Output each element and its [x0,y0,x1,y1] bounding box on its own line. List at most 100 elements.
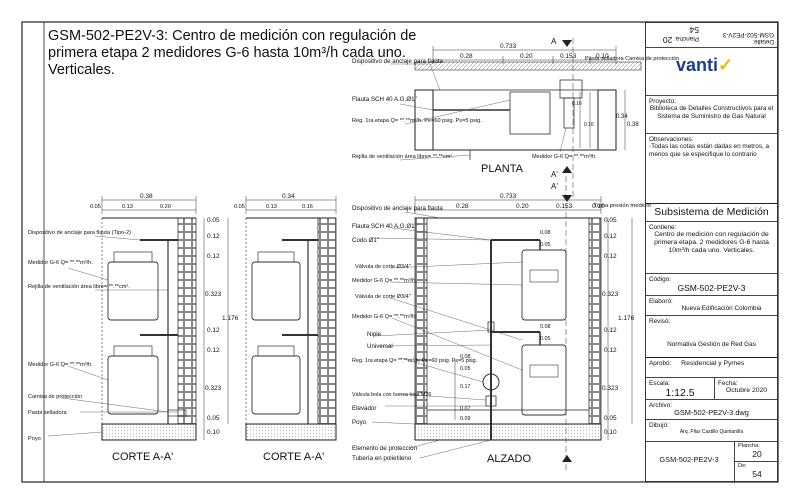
label-codo: Codo Ø1" [352,237,379,244]
dim-alzado-d: 0.10 [592,203,605,210]
aprobo-label: Aprobó: [649,360,672,367]
top-sheet: 20 [662,35,673,45]
dim-m008b: 0.08 [540,324,551,330]
dim-planta-v3: 0.38 [627,122,639,128]
dim-c2-total: 0.34 [282,193,295,200]
label-valvula1: Válvula de corte Ø3/4" [355,264,411,270]
archivo-label: Archivo: [649,402,673,409]
dim-c1-012b: 0.12 [207,253,220,260]
proyecto-cell: Proyecto: Biblioteca de Detalles Constru… [646,95,777,133]
top-detail-label: Detalle: [752,38,774,45]
fecha-value: Octubre 2020 [725,387,768,395]
dibujo-cell: Dibujó: Arq. Pilar Castillo Quintanilla [646,419,777,441]
proyecto-label: Proyecto: [649,98,676,105]
dim-alzado-012d: 0.12 [604,347,617,354]
dim-m005a: 0.05 [540,242,551,248]
dim-planta-a: 0.28 [460,53,473,60]
label-camisa: Camisa de protección [28,394,82,400]
dim-m009: 0.09 [460,416,471,422]
dim-alzado-b: 0.20 [516,203,529,210]
section-mark-a-top: A [551,37,557,46]
section-mark-a2-planta: A' [551,170,558,179]
dim-c1-total: 0.38 [140,193,153,200]
escala-value: 1:12.5 [665,387,695,400]
label-dispositivo-anclaje-tipo2: Dispositivo de anclaje para flauta (Tipo… [28,230,131,236]
dim-c1-005: 0.05 [207,217,220,224]
aprobo-cell: Aprobó: Residencial y Pymes [646,357,777,377]
dim-alzado-c: 0.153 [556,203,573,210]
top-code: GSM-502-PE2V-3 [722,31,774,38]
label-medidor-planta: Medidor G-6 Q= **.**m³/h. [532,154,597,160]
dim-planta-c: 0.153 [560,53,577,60]
corte2-view [245,196,337,441]
view-title-planta: PLANTA [481,163,524,175]
top-detail: 54 [689,25,699,35]
corte1-view [101,196,229,441]
label-medidor-alzado2: Medidor G-6 Q= **.**m³/h. [352,314,417,320]
codigo-cell: Código: GSM-502-PE2V-3 [646,273,777,295]
codigo-label: Código: [649,276,672,283]
subsistema-value: Subsistema de Medición [654,206,769,218]
archivo-cell: Archivo: GSM-502-PE2V-3.dwg [646,399,777,419]
sheet-frame [21,21,779,483]
fecha-label: Fecha: [718,380,738,387]
dim-alzado-012b: 0.12 [604,253,617,260]
escala-label: Escala: [649,380,670,387]
dim-c1-c: 0.20 [160,204,171,210]
dim-c1-a: 0.05 [90,204,101,210]
dim-c2-a: 0.05 [234,204,245,210]
elaboro-value: Nueva Edificación Colombia [681,305,762,313]
dim-alzado-a: 0.28 [456,203,469,210]
dim-m017: 0.17 [460,384,471,390]
dim-c1-005b: 0.05 [207,415,220,422]
dim-c1-0323b: 0.323 [205,385,222,392]
dim-planta-v2: 0.34 [616,114,628,120]
reviso-label: Revisó: [649,318,671,325]
dim-c1-0323a: 0.323 [205,291,222,298]
plancha-cell: GSM-502-PE2V-3 Plancha: 20 De: 54 [646,441,779,483]
aprobo-value: Residencial y Pymes [681,360,745,367]
label-rejilla-planta: Rejilla de ventilación área libre= **.**… [352,154,454,160]
view-title-corte1: CORTE A-A' [112,451,173,463]
title-block-top: Detalle: GSM-502-PE2V-3 Plancha: 20 54 [646,23,777,47]
reviso-cell: Revisó: Normativa Gestión de Red Gas [646,315,777,353]
proyecto-value: Biblioteca de Detalles Constructivos par… [649,105,774,120]
dim-m008a: 0.08 [540,230,551,236]
dim-c1-010: 0.10 [207,429,220,436]
label-pasta-camisa: Pasta selladora Camisa de protección [585,56,679,62]
observaciones-value: -Todas las cotas están dadas en metros, … [649,143,770,158]
dim-planta-v4: 0.16 [584,122,594,128]
archivo-value: GSM-502-PE2V-3.dwg [674,408,749,418]
reviso-value: Normativa Gestión de Red Gas [667,341,756,349]
label-flauta-planta: Flauta SCH 40 A.G.Ø1" [352,96,417,103]
subsistema-cell: Subsistema de Medición [646,203,777,221]
dim-m007: 0.07 [460,406,471,412]
dim-alzado-012c: 0.12 [604,327,617,334]
dim-alzado-total: 0.733 [500,193,517,200]
leader-lines [47,63,567,459]
de-value: 54 [752,469,762,479]
dibujo-label: Dibujó: [649,422,669,429]
label-medidor-alzado1: Medidor G-6 Q= **.**m³/h. [352,278,417,284]
dim-alzado-010: 0.10 [604,429,617,436]
dim-alzado-005: 0.05 [604,217,617,224]
dim-c1-b: 0.13 [122,204,133,210]
dim-c1-1176: 1.176 [222,315,239,322]
escala-fecha-cell: Escala: 1:12.5 Fecha: Octubre 2020 [646,377,777,400]
plancha-value: 20 [752,449,762,459]
contiene-cell: Contiene: Centro de medición con regulac… [646,221,777,271]
dim-m005c: 0.05 [460,366,471,372]
dim-c2-c: 0.16 [302,204,313,210]
de-label: De: [738,463,747,469]
bottom-code: GSM-502-PE2V-3 [659,455,719,464]
dim-alzado-005b: 0.05 [604,415,617,422]
label-poyo-alzado: Poyo [352,419,367,426]
label-valvula-bola: Válvula bola con tuerca loca M26 [352,392,431,398]
view-title-corte2: CORTE A-A' [263,451,324,463]
vanti-logo: vanti✓ [676,56,733,74]
contiene-value: Centro de medición con regulación de pri… [654,231,769,255]
dim-m008c: 0.08 [460,354,471,360]
dim-c1-012c: 0.12 [207,327,220,334]
label-reg-planta: Reg. 1ra.etapa Q= **.**m³/h. Pe=60 psig.… [352,118,482,124]
